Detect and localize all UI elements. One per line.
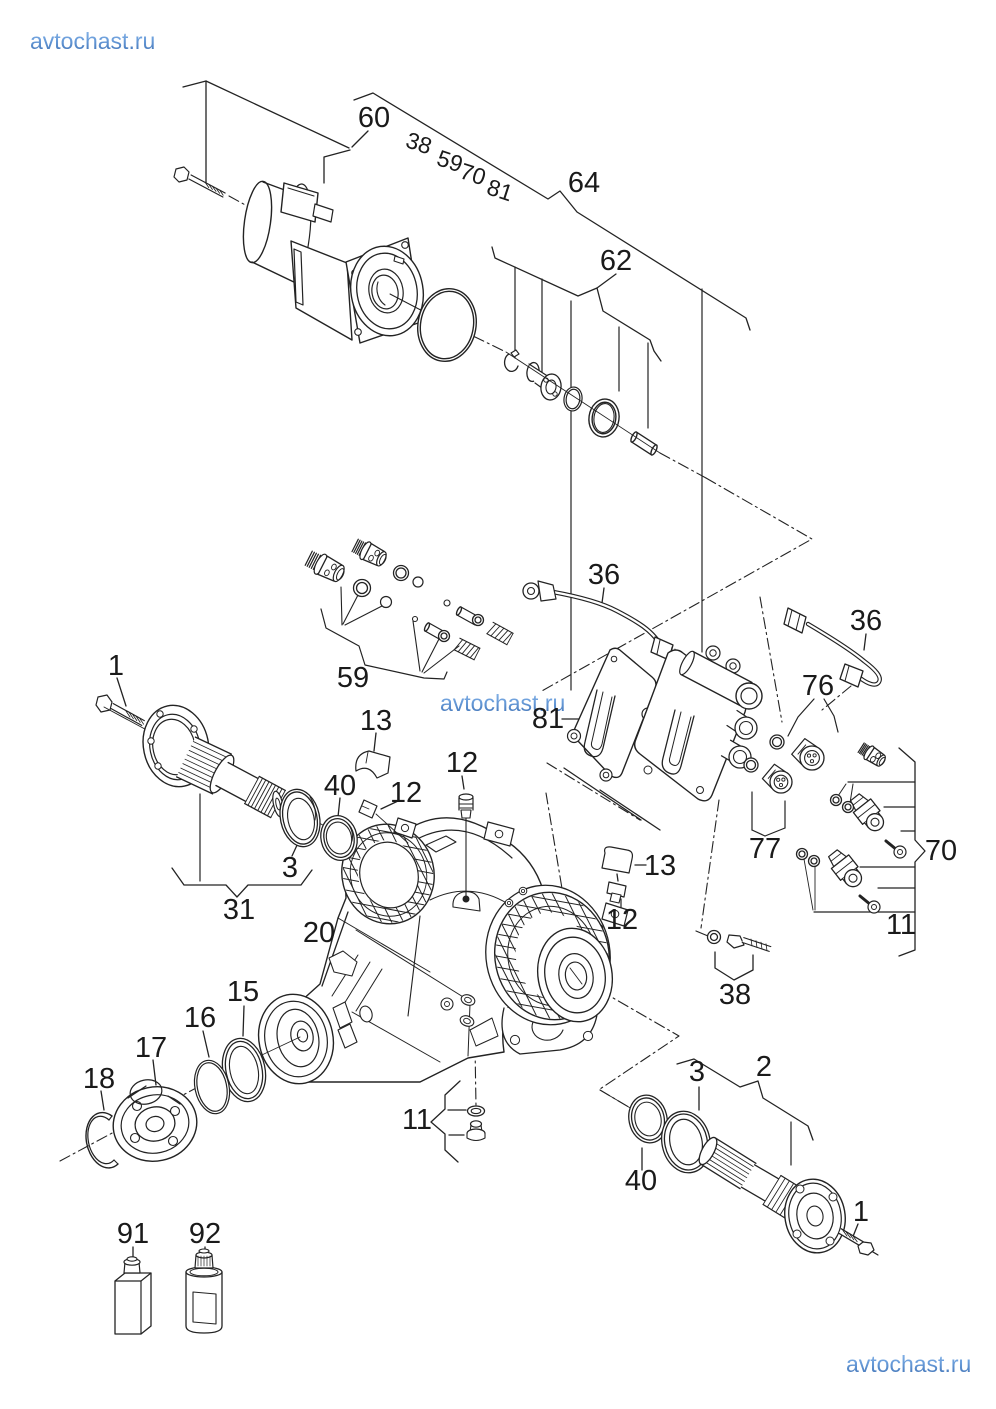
svg-text:40: 40 (324, 770, 356, 802)
svg-text:3: 3 (282, 852, 298, 884)
svg-text:70: 70 (925, 835, 957, 867)
svg-text:avtochast.ru: avtochast.ru (440, 690, 565, 716)
svg-text:59: 59 (337, 662, 369, 694)
svg-text:1: 1 (108, 650, 124, 682)
svg-text:1: 1 (853, 1196, 869, 1228)
svg-text:11: 11 (886, 909, 916, 941)
svg-text:81: 81 (532, 703, 564, 735)
svg-text:36: 36 (588, 559, 620, 591)
svg-text:avtochast.ru: avtochast.ru (846, 1351, 971, 1377)
svg-text:92: 92 (189, 1218, 221, 1250)
svg-text:77: 77 (749, 833, 781, 865)
svg-text:3: 3 (689, 1056, 705, 1088)
svg-text:18: 18 (83, 1063, 115, 1095)
svg-text:13: 13 (360, 705, 392, 737)
svg-text:11: 11 (402, 1104, 432, 1136)
svg-text:60: 60 (358, 102, 390, 134)
svg-text:91: 91 (117, 1218, 149, 1250)
svg-text:15: 15 (227, 976, 259, 1008)
svg-text:62: 62 (600, 245, 632, 277)
svg-text:31: 31 (223, 894, 255, 926)
svg-text:17: 17 (135, 1032, 167, 1064)
svg-text:64: 64 (568, 167, 600, 199)
svg-text:76: 76 (802, 670, 834, 702)
svg-text:12: 12 (606, 904, 638, 936)
svg-text:2: 2 (756, 1051, 772, 1083)
svg-text:12: 12 (390, 777, 422, 809)
svg-text:36: 36 (850, 605, 882, 637)
svg-text:20: 20 (303, 917, 335, 949)
svg-text:16: 16 (184, 1002, 216, 1034)
svg-text:avtochast.ru: avtochast.ru (30, 28, 155, 54)
svg-text:40: 40 (625, 1165, 657, 1197)
svg-text:13: 13 (644, 850, 676, 882)
svg-text:38: 38 (719, 979, 751, 1011)
svg-text:12: 12 (446, 747, 478, 779)
